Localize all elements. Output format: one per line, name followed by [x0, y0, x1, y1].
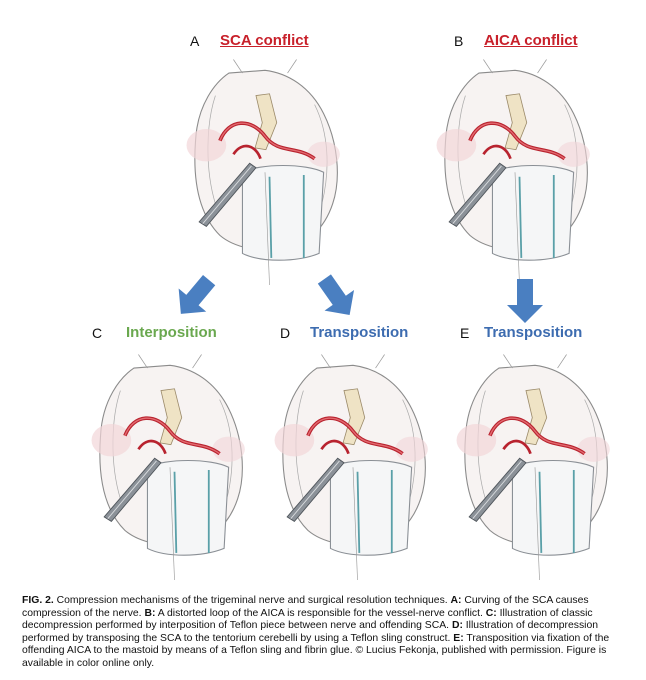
caption-e-text: Transposition via fixation of the offend… [22, 632, 610, 669]
panel-d-letter: D [280, 325, 291, 341]
panel-d-illustration [272, 352, 430, 580]
panel-a-letter: A [190, 33, 200, 49]
panel-c-illustration [89, 352, 247, 580]
caption-intro: Compression mechanisms of the trigeminal… [53, 595, 451, 606]
arrow-to-c-icon [170, 272, 220, 322]
caption-d-text: Illustration of decompression performed … [22, 620, 599, 644]
caption-a-text: Curving of the SCA causes compression of… [22, 595, 589, 619]
panel-a-illustration [184, 57, 342, 285]
panel-e-letter: E [460, 325, 470, 341]
panel-a-title: SCA conflict [220, 32, 309, 49]
panel-e-title: Transposition [484, 324, 583, 341]
arrow-to-e-icon [507, 279, 543, 323]
caption-d-label: D: [451, 620, 463, 632]
caption-c-text: Illustration of classic decompression pe… [22, 607, 593, 632]
caption-e-label: E: [453, 632, 464, 644]
caption-b-label: B: [144, 607, 156, 619]
caption-fig-label: FIG. 2. [22, 595, 54, 606]
figure-caption: FIG. 2. Compression mechanisms of the tr… [22, 595, 642, 671]
caption-a-label: A: [450, 595, 462, 606]
panel-b-illustration [434, 57, 592, 285]
panel-d-title: Transposition [310, 324, 409, 341]
panel-b-letter: B [454, 33, 464, 49]
panel-e-illustration [454, 352, 612, 580]
panel-b-title: AICA conflict [484, 32, 578, 49]
arrow-to-d-icon [312, 272, 362, 322]
caption-b-text: A distorted loop of the AICA is responsi… [155, 607, 486, 619]
panel-c-letter: C [92, 325, 103, 341]
caption-c-label: C: [485, 607, 497, 619]
panel-c-title: Interposition [126, 324, 217, 341]
